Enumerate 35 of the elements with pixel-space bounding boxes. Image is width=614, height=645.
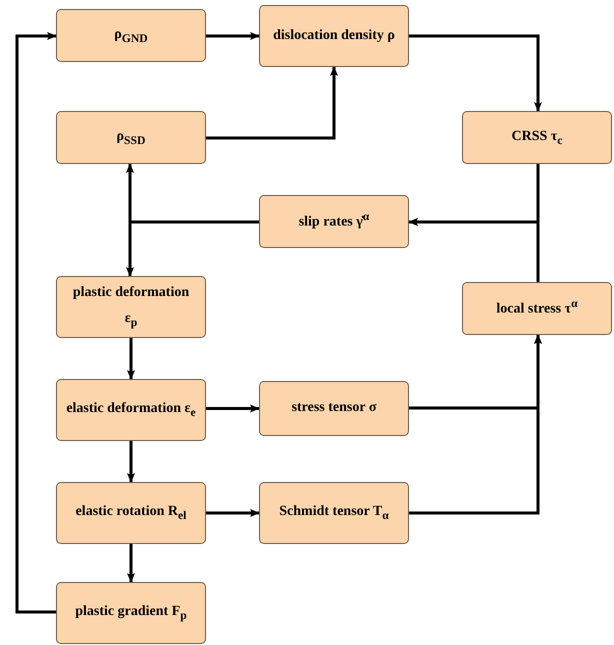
box-label: stress tensor σ [292,399,376,418]
arrow [409,34,542,112]
process-box [56,582,206,644]
process-box [56,276,206,338]
box-label: dislocation density ρ [273,26,395,45]
process-box [56,379,206,441]
box-label: ρ$_{SSD}$ [116,128,146,148]
process-box [259,195,409,248]
arrow [206,509,260,517]
arrow [204,32,260,40]
box-label: elastic rotation R$_{el}$ [76,503,186,524]
arrow [408,218,540,282]
arrow [126,220,259,277]
arrow [16,32,57,614]
box-label: ρ$_{GND}$ [114,26,148,46]
process-box [259,482,409,544]
box-label: local stress τ$^{α}$ [496,296,578,320]
box-label: Schmidt tensor T$_{α}$ [279,503,389,524]
process-box [259,5,409,67]
box-label: slip rates γ̇$^{α}$ [298,209,370,232]
process-box [462,111,612,164]
arrow [127,544,135,583]
box-label: CRSS τ$_{c}$ [512,128,562,148]
process-box [462,282,612,335]
arrow [127,338,135,380]
box-label: elastic deformation ε$_{e}$ [66,400,196,421]
box-label: plastic gradient F$_{p}$ [75,603,187,624]
process-box [56,9,206,62]
process-box [259,381,409,436]
process-box [56,482,206,544]
arrow [204,404,260,412]
process-box [56,111,206,164]
box-label: plastic deformation ε$_{p}$ [72,284,190,332]
arrow [127,441,135,483]
arrow [206,66,338,140]
